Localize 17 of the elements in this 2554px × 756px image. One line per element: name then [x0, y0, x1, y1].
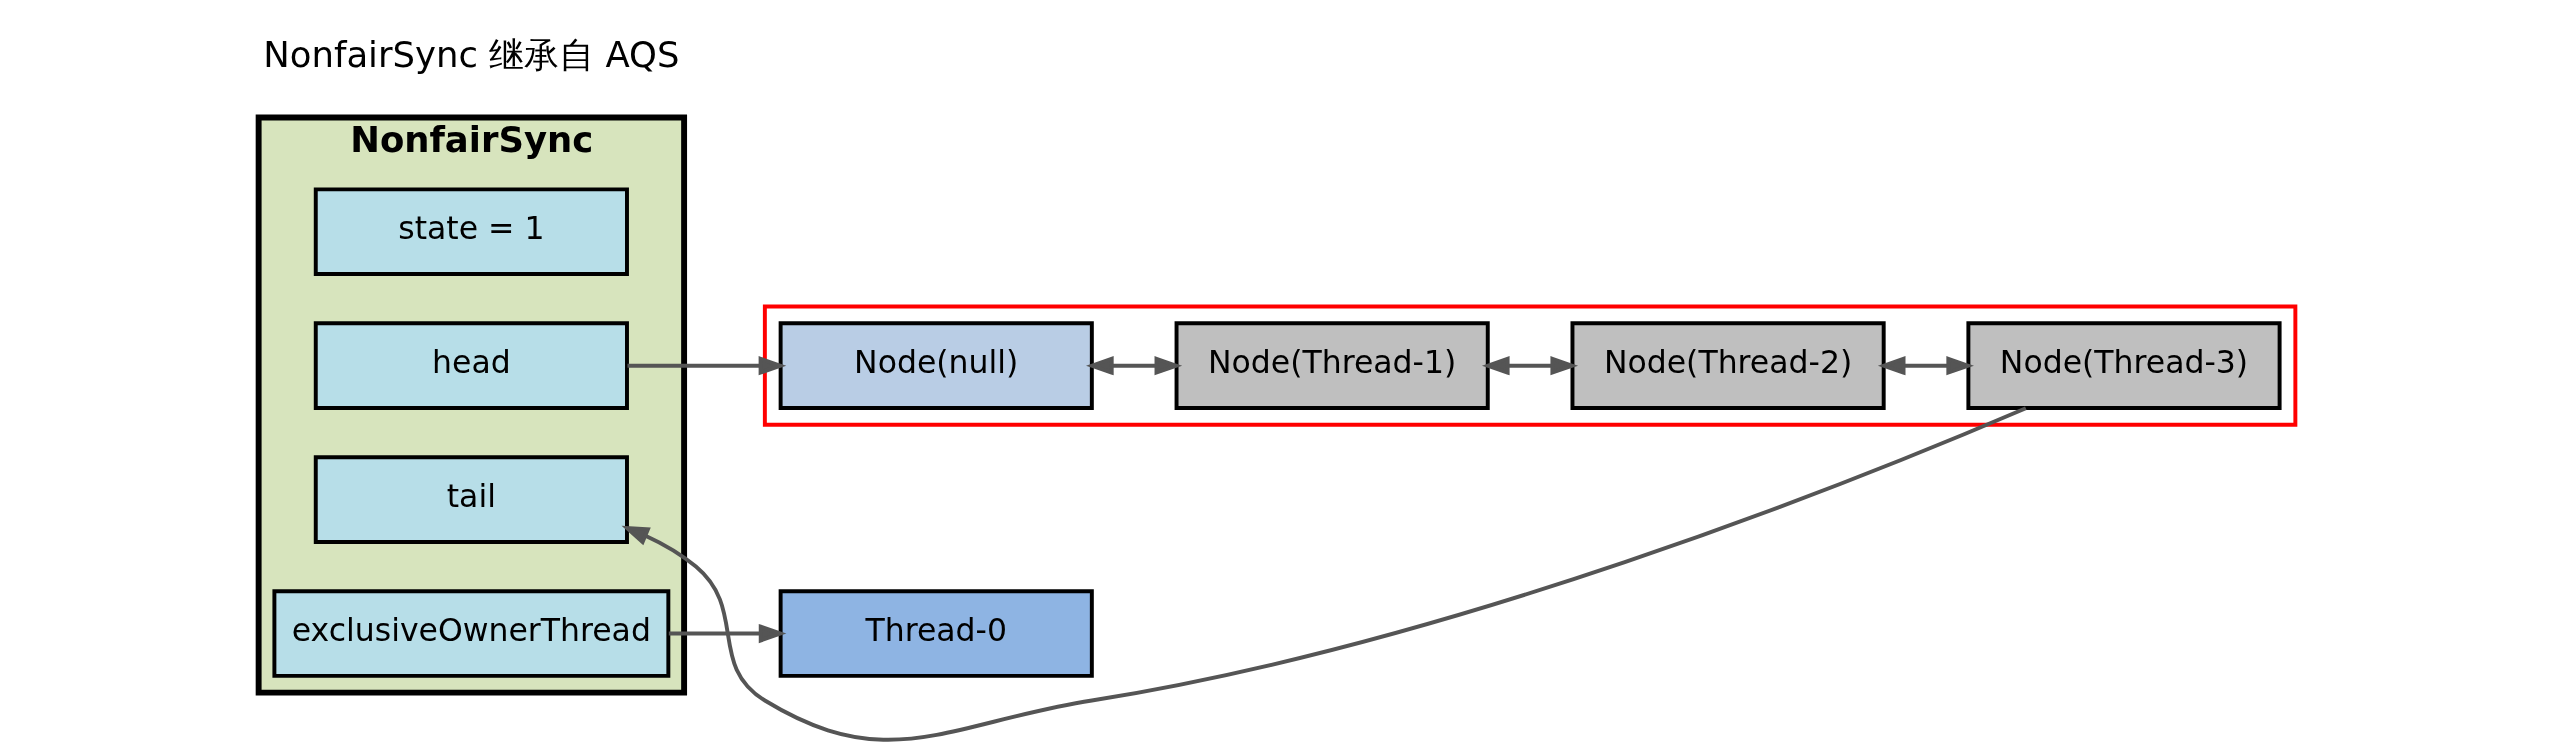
node-box: Node(Thread-3): [1966, 321, 2282, 410]
node-box: Thread-0: [778, 589, 1094, 678]
arrow: [668, 623, 787, 644]
node-box: exclusiveOwnerThread: [272, 589, 671, 678]
node-box: Node(null): [778, 321, 1094, 410]
arrow: [1086, 356, 1183, 376]
node-box: tail: [313, 455, 629, 544]
label: NonfairSync 继承自 AQS: [263, 34, 680, 76]
node-box: Node(Thread-2): [1570, 321, 1886, 410]
arrow: [621, 406, 2027, 742]
arrow: [1877, 356, 1974, 376]
arrow: [627, 356, 787, 376]
cluster: [762, 304, 2298, 427]
arrow: [1481, 356, 1579, 376]
node-box: Node(Thread-1): [1174, 321, 1490, 410]
node-box: state = 1: [313, 187, 629, 277]
node-box: head: [313, 321, 629, 410]
